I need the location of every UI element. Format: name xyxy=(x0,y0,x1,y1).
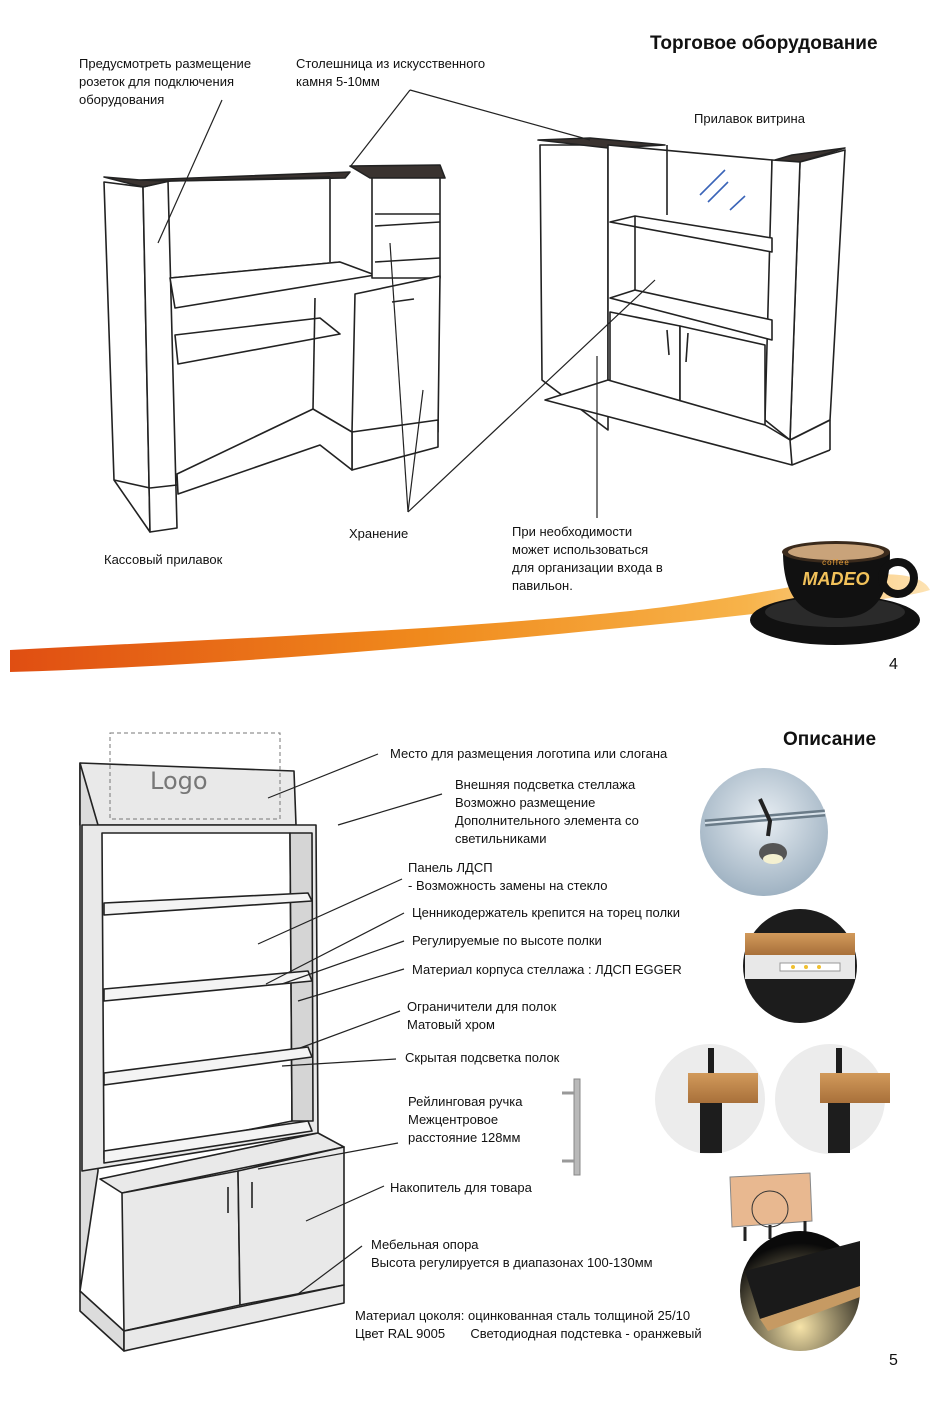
note-shelves: Регулируемые по высоте полки xyxy=(412,933,602,948)
page-5: Описание Logo Место для размещения логот… xyxy=(0,701,935,1402)
page4-leader-lines xyxy=(157,89,656,518)
page5-drawings xyxy=(79,732,890,1352)
note-lighting: Внешняя подсветка стеллажа Возможно разм… xyxy=(455,777,639,846)
note-material: Материал корпуса стеллажа : ЛДСП EGGER xyxy=(412,962,682,977)
note-storage: Хранение xyxy=(349,526,409,541)
logo-placeholder-text: Logo xyxy=(150,767,208,795)
cashier-counter-drawing xyxy=(103,164,446,533)
note-hidden-light: Скрытая подсветка полок xyxy=(405,1050,560,1065)
page4-drawings xyxy=(10,89,930,672)
page-number: 5 xyxy=(889,1352,898,1369)
note-cashier: Кассовый прилавок xyxy=(104,552,223,567)
page-4: Торговое оборудование Предусмотреть разм… xyxy=(10,33,930,673)
note-storage: Накопитель для товара xyxy=(390,1180,532,1195)
note-panel: Панель ЛДСП - Возможность замены на стек… xyxy=(408,860,608,893)
note-logo: Место для размещения логотипа или слоган… xyxy=(390,746,668,761)
note-countertop: Столешница из искусственного камня 5-10м… xyxy=(296,56,486,89)
shelf-led-photo xyxy=(743,909,857,1023)
page-number: 4 xyxy=(889,656,898,673)
page-title: Описание xyxy=(783,729,877,750)
note-plinth: Материал цоколя: оцинкованная сталь толщ… xyxy=(355,1308,702,1341)
note-price-holder: Ценникодержатель крепится на торец полки xyxy=(412,905,681,920)
note-limiters: Ограничители для полок Матовый хром xyxy=(407,999,557,1032)
shelving-unit-drawing xyxy=(79,762,345,1352)
lamp-photo xyxy=(700,768,828,896)
logo-placeholder-box xyxy=(109,732,281,820)
orange-swoosh xyxy=(10,574,930,672)
brand-name: MADEO xyxy=(802,569,870,589)
page5-leader-lines xyxy=(257,753,443,1295)
note-handle: Рейлинговая ручка Межцентровое расстояни… xyxy=(408,1094,523,1145)
note-sockets: Предусмотреть размещение розеток для под… xyxy=(79,56,252,107)
note-entrance: При необходимости может использоваться д… xyxy=(512,524,663,593)
showcase-counter-drawing xyxy=(537,137,846,466)
brand-small: coffee xyxy=(822,558,850,567)
plinth-led-photo xyxy=(740,1231,860,1351)
rail-handle-photo xyxy=(562,1078,581,1176)
coffee-cup-logo-graphic xyxy=(750,541,920,645)
furniture-legs-photo xyxy=(655,1044,890,1241)
page-title: Торговое оборудование xyxy=(650,33,878,54)
note-support: Мебельная опора Высота регулируется в ди… xyxy=(371,1237,653,1270)
note-showcase: Прилавок витрина xyxy=(694,111,805,126)
